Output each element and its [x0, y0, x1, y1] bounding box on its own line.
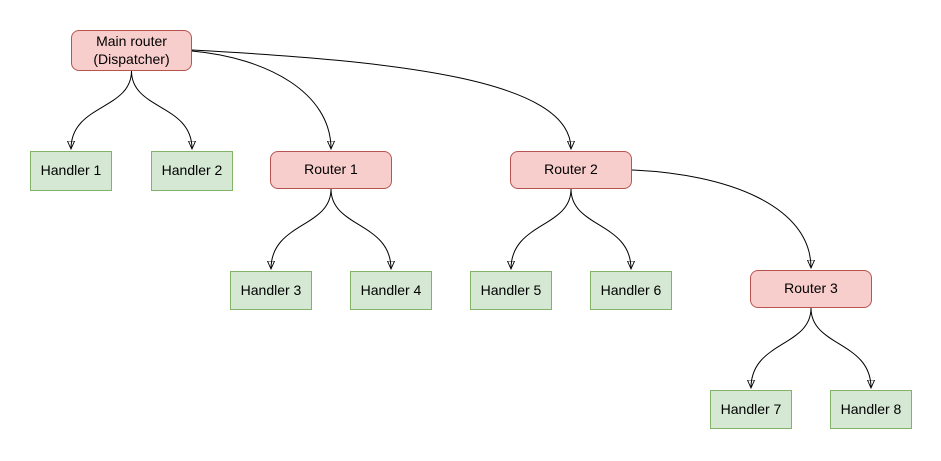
node-handler-5: Handler 5	[470, 271, 552, 310]
edge-main-router-to-handler-2	[131, 70, 193, 149]
edge-router-3-to-handler-8	[810, 307, 871, 388]
node-router-3: Router 3	[750, 270, 872, 308]
node-main-router: Main router (Dispatcher)	[71, 30, 192, 71]
node-handler-1: Handler 1	[30, 151, 112, 191]
node-router-2: Router 2	[510, 151, 632, 189]
node-handler-2: Handler 2	[151, 151, 233, 191]
edge-router-2-to-handler-6	[570, 188, 631, 269]
edge-main-router-to-router-2	[191, 49, 571, 149]
edge-router-2-to-handler-5	[511, 188, 572, 269]
edge-router-2-to-router-3	[631, 169, 811, 268]
node-handler-8: Handler 8	[830, 390, 912, 429]
node-handler-4: Handler 4	[350, 271, 432, 310]
edge-router-1-to-handler-4	[330, 188, 391, 269]
node-handler-3: Handler 3	[230, 271, 312, 310]
edge-router-1-to-handler-3	[271, 188, 332, 269]
edge-main-router-to-router-1	[191, 50, 331, 149]
node-router-1: Router 1	[270, 151, 392, 189]
edge-router-3-to-handler-7	[751, 307, 812, 388]
node-handler-6: Handler 6	[590, 271, 672, 310]
edge-main-router-to-handler-1	[71, 70, 132, 149]
node-handler-7: Handler 7	[710, 390, 792, 429]
